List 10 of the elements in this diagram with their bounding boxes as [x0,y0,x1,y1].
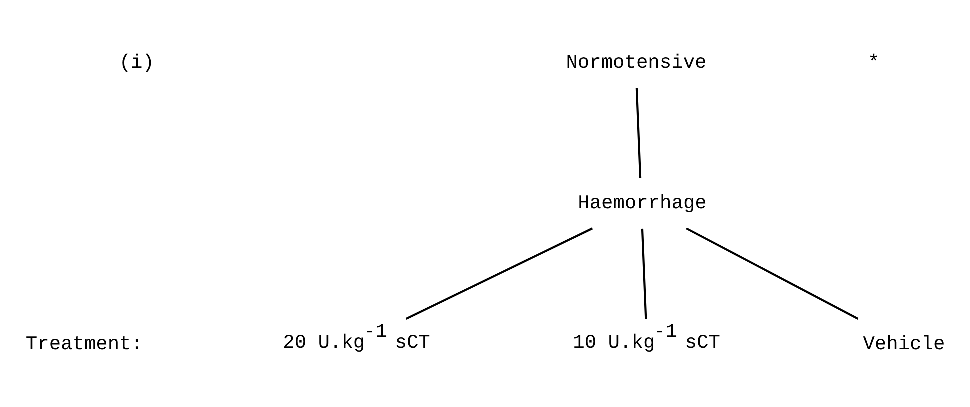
node-text: Normotensive [566,52,707,74]
label: * [868,52,880,74]
connector [686,228,859,320]
connector [406,228,594,320]
label: Treatment: [26,333,144,356]
connector [641,228,648,320]
label: (i) [119,52,154,74]
node-text: Vehicle [863,333,946,356]
connector [636,88,642,178]
node-text: Haemorrhage [578,192,707,215]
